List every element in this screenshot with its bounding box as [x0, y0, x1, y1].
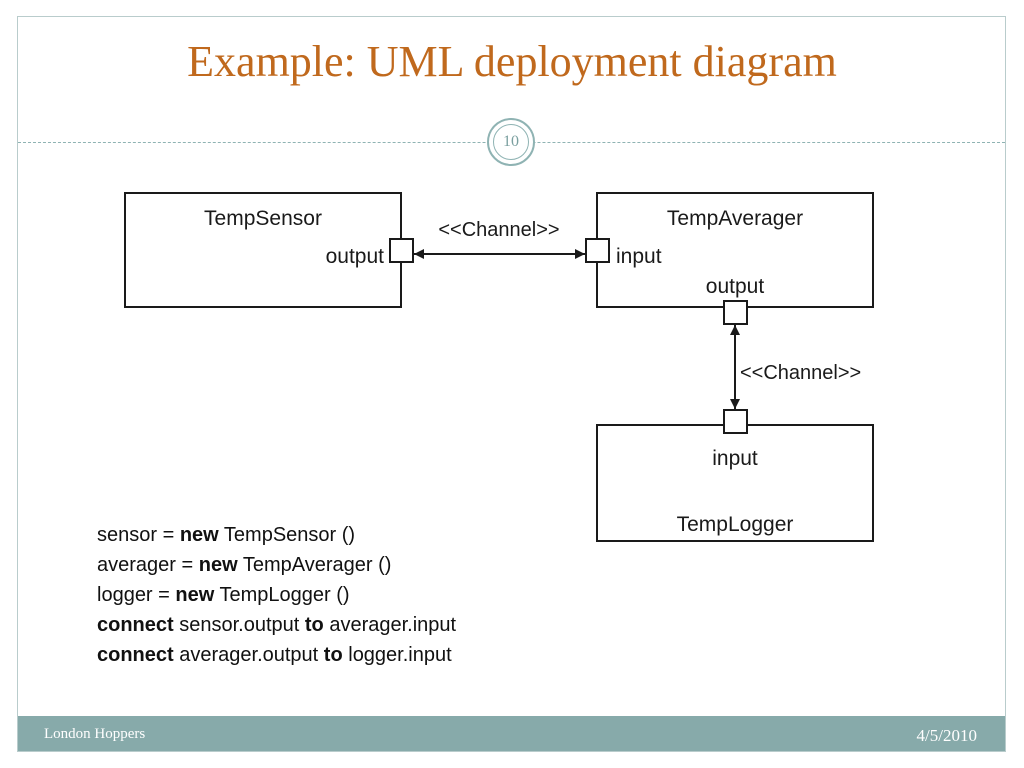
- node-temp-logger-input-label: input: [712, 447, 758, 470]
- code-line: connect sensor.output to averager.input: [97, 610, 456, 640]
- code-line: averager = new TempAverager (): [97, 550, 456, 580]
- code-keyword: to: [323, 644, 343, 666]
- code-text: averager.output: [173, 644, 324, 666]
- code-text: TempSensor (): [218, 524, 356, 546]
- temp-averager-input-port: [585, 238, 610, 263]
- node-temp-sensor-port-label: output: [326, 245, 385, 268]
- code-keyword: new: [175, 584, 215, 606]
- node-temp-averager-name: TempAverager: [667, 207, 803, 230]
- footer-author: London Hoppers: [44, 726, 146, 742]
- code-text: sensor =: [97, 524, 180, 546]
- node-temp-averager-output-label: output: [706, 275, 765, 298]
- node-temp-sensor: [124, 192, 402, 308]
- code-text: TempLogger (): [214, 584, 350, 606]
- footer-bar: London Hoppers 4/5/2010: [18, 716, 1005, 751]
- code-text: averager.input: [323, 614, 457, 636]
- page-number-badge: 10: [487, 118, 535, 166]
- code-block: sensor = new TempSensor () averager = ne…: [97, 520, 456, 670]
- code-keyword: to: [304, 614, 324, 636]
- page-number: 10: [493, 124, 529, 160]
- node-temp-sensor-name: TempSensor: [204, 207, 322, 230]
- node-temp-logger: [596, 424, 874, 542]
- node-temp-logger-name: TempLogger: [677, 513, 794, 536]
- code-text: sensor.output: [173, 614, 305, 636]
- code-text: logger =: [97, 584, 176, 606]
- temp-logger-input-port: [723, 409, 748, 434]
- slide-title: Example: UML deployment diagram: [187, 37, 837, 86]
- code-text: averager =: [97, 554, 199, 576]
- code-keyword: connect: [97, 614, 174, 636]
- code-line: sensor = new TempSensor (): [97, 520, 456, 550]
- code-line: connect averager.output to logger.input: [97, 640, 456, 670]
- code-text: TempAverager (): [237, 554, 392, 576]
- code-text: logger.input: [342, 644, 452, 666]
- code-keyword: new: [198, 554, 238, 576]
- footer-date: 4/5/2010: [916, 726, 977, 745]
- channel-label-horizontal: <<Channel>>: [438, 219, 559, 241]
- code-line: logger = new TempLogger (): [97, 580, 456, 610]
- node-temp-averager-input-label: input: [616, 245, 662, 268]
- code-keyword: connect: [97, 644, 174, 666]
- channel-label-vertical: <<Channel>>: [740, 362, 861, 384]
- temp-averager-output-port: [723, 300, 748, 325]
- code-keyword: new: [179, 524, 219, 546]
- temp-sensor-output-port: [389, 238, 414, 263]
